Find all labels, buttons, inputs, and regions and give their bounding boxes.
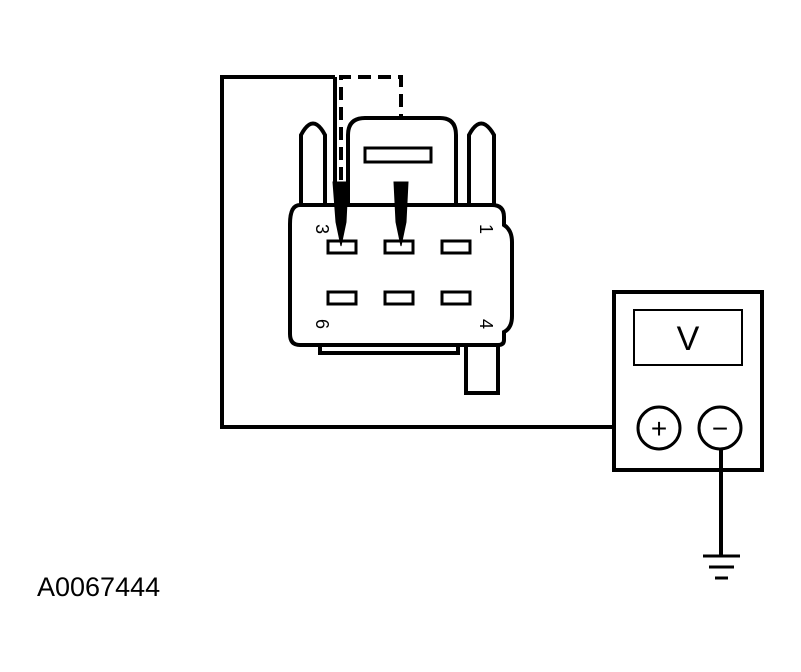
- positive-symbol: +: [651, 413, 667, 444]
- voltmeter-display: [633, 309, 743, 366]
- voltmeter-display-text: V: [677, 320, 700, 358]
- pin-cavity-4: [440, 290, 472, 306]
- negative-symbol: −: [712, 413, 728, 444]
- probe-right: [393, 181, 409, 247]
- alternate-test-lead-dashed: [339, 75, 403, 180]
- pin-cavity-1: [440, 239, 472, 255]
- connector-lock-bar: [363, 146, 433, 164]
- pin-cavity-6: [326, 290, 358, 306]
- voltmeter: V + −: [612, 290, 764, 472]
- pin-cavity-2: [383, 239, 415, 255]
- six-pin-connector: [288, 116, 514, 395]
- positive-test-lead: [220, 75, 638, 429]
- pin-cavity-5: [383, 290, 415, 306]
- positive-terminal: [636, 405, 682, 451]
- connector-left-latch: [299, 121, 327, 205]
- connector-right-latch: [467, 121, 496, 205]
- ground-icon: [703, 554, 740, 580]
- probe-left: [332, 77, 349, 247]
- pin-label-3: 3: [312, 224, 332, 234]
- pin-label-1: 1: [476, 224, 496, 234]
- figure-id: A0067444: [37, 572, 160, 602]
- pin-label-6: 6: [312, 319, 332, 329]
- pin-label-4: 4: [476, 319, 496, 329]
